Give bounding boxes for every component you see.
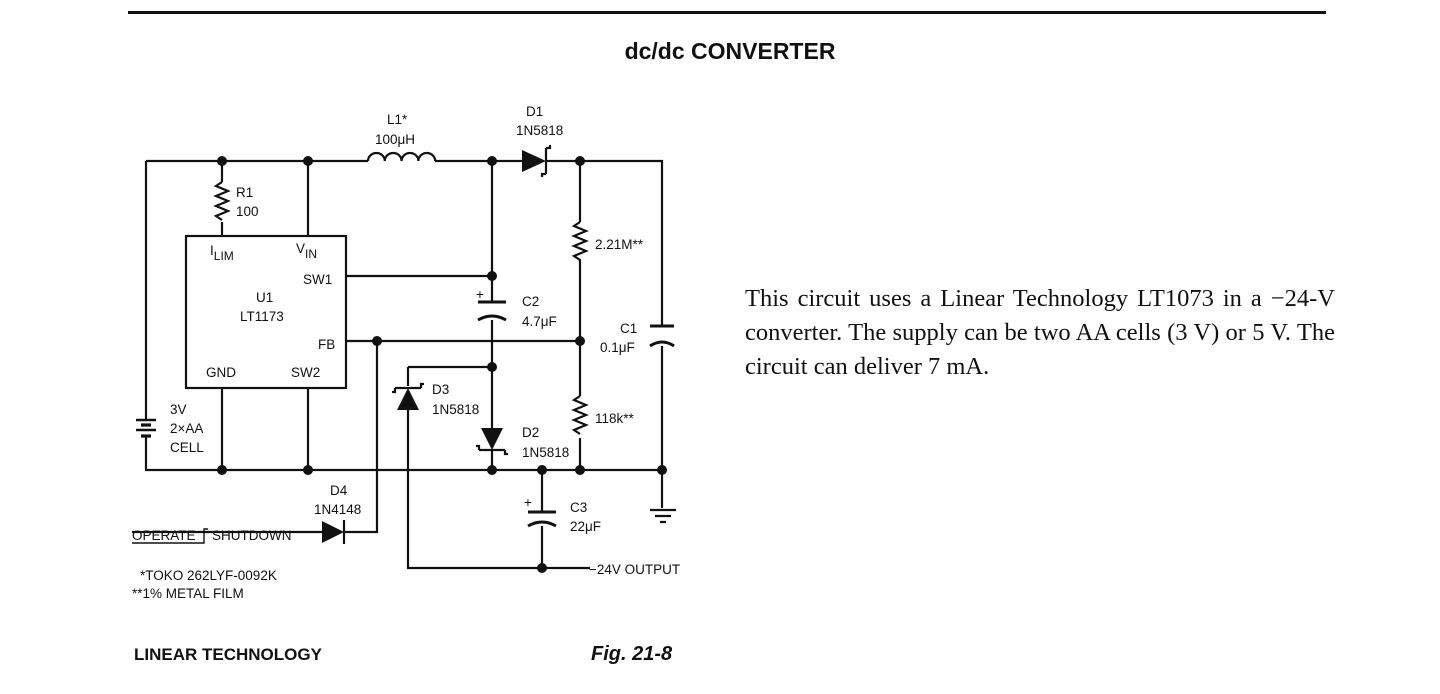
label-ic-part: LT1173: [240, 309, 284, 324]
resistor-r1: [213, 181, 231, 221]
label-c3-ref: C3: [570, 500, 587, 515]
label-r1-value: 100: [236, 204, 259, 219]
inductor-l1: [366, 151, 437, 162]
battery-symbol: [136, 418, 156, 438]
label-d1-value: 1N5818: [516, 123, 563, 138]
capacitor-c3: [527, 510, 557, 528]
label-r1-ref: R1: [236, 185, 253, 200]
label-pin-sw1: SW1: [303, 272, 332, 287]
resistor-118k: [571, 395, 589, 435]
label-pin-vin: VIN: [296, 241, 317, 261]
note-resistors: **1% METAL FILM: [132, 586, 244, 601]
ic-u1-body: [184, 234, 348, 390]
page-title: dc/dc CONVERTER: [624, 38, 836, 64]
label-d3-ref: D3: [432, 382, 449, 397]
label-c2-value: 4.7μF: [522, 314, 557, 329]
top-rule: [128, 11, 1326, 14]
label-pin-ilim: ILIM: [210, 243, 234, 263]
label-c1-value: 0.1μF: [600, 340, 635, 355]
label-shutdown: SHUTDOWN: [212, 528, 292, 543]
label-l1-ref: L1*: [387, 112, 408, 127]
junction-dots: [217, 156, 667, 573]
footer-source: LINEAR TECHNOLOGY: [134, 645, 322, 664]
label-output: −24V OUTPUT: [589, 562, 680, 577]
resistor-2m21: [571, 221, 589, 264]
label-d3-value: 1N5818: [432, 402, 479, 417]
label-battery-voltage: 3V: [170, 402, 187, 417]
description-paragraph: This circuit uses a Linear Technology LT…: [745, 285, 1335, 380]
label-c3-value: 22μF: [570, 519, 601, 534]
label-r-top-value: 2.21M**: [595, 237, 644, 252]
label-c3-plus: +: [524, 495, 532, 510]
label-r-bottom-value: 118k**: [595, 411, 635, 426]
label-c2-ref: C2: [522, 294, 539, 309]
label-d2-ref: D2: [522, 425, 539, 440]
figure-number: Fig. 21-8: [591, 643, 673, 665]
label-pin-sw2: SW2: [291, 365, 320, 380]
label-d4-ref: D4: [330, 483, 348, 498]
description-text: This circuit uses a Linear Technology LT…: [745, 282, 1335, 384]
label-c2-plus: +: [476, 287, 484, 302]
label-pin-gnd: GND: [206, 365, 236, 380]
label-battery-cells: 2×AA: [170, 421, 203, 436]
diode-d4: [322, 520, 356, 544]
label-d4-value: 1N4148: [314, 502, 361, 517]
capacitor-c1: [649, 324, 675, 348]
note-inductor: *TOKO 262LYF-0092K: [140, 568, 277, 583]
diode-d1: [522, 145, 556, 177]
label-battery-type: CELL: [170, 440, 204, 455]
label-operate: OPERATE: [132, 528, 196, 543]
capacitor-c2: [477, 300, 507, 322]
label-ic-ref: U1: [256, 290, 273, 305]
label-c1-ref: C1: [620, 321, 637, 336]
diode-d3: [392, 382, 424, 410]
label-pin-fb: FB: [318, 337, 335, 352]
diode-d2: [476, 420, 508, 456]
wires: [132, 159, 676, 570]
label-d2-value: 1N5818: [522, 445, 569, 460]
label-d1-ref: D1: [526, 104, 543, 119]
label-l1-value: 100μH: [375, 132, 415, 147]
